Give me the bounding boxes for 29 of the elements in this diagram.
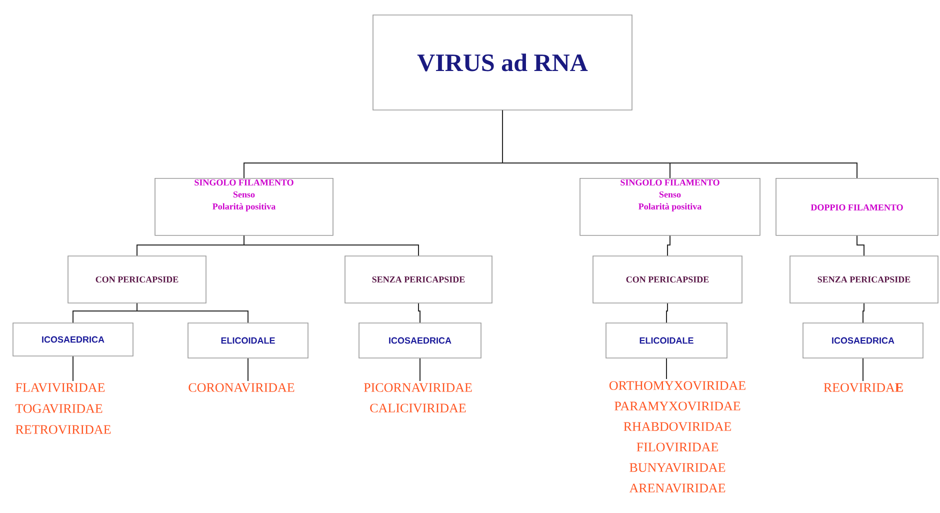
category-box: SINGOLO FILAMENTO Senso Polarità positiva [580,178,760,236]
connector-line [502,110,858,178]
category-box: CON PERICAPSIDE [68,256,206,304]
connector-line [856,235,864,256]
family-list: REOVIRIDAE [824,383,903,392]
category-box: ELICOIDALE [606,322,728,358]
connector-line [244,235,419,256]
connector-line [666,302,668,324]
category-box: ICOSAEDRICA [358,322,482,358]
family-list: ORTHOMYXOVIRIDAE PARAMYXOVIRIDAE RHABDOVIRIDAE FILOVIRIDAE BUNYAVIRIDAE ARENAVIRIDAE [609,381,746,492]
category-box: CON PERICAPSIDE [592,256,742,304]
connector-line [418,302,420,324]
connector-line [667,235,670,256]
connector-line [136,302,248,324]
category-box: ICOSAEDRICA [12,322,134,356]
connector-line [862,302,864,324]
category-box: DOPPIO FILAMENTO [776,178,938,236]
category-box: SENZA PERICAPSIDE [344,256,492,304]
connector-line [72,356,74,382]
connector-line [666,358,667,380]
family-list: FLAVIVIRIDAE TOGAVIRIDAE RETROVIRIDAE [15,383,111,434]
category-box: SENZA PERICAPSIDE [790,256,938,304]
category-box: SINGOLO FILAMENTO Senso Polarità positiva [154,178,334,236]
family-list: PICORNAVIRIDAE CALICIVIRIDAE [364,383,472,412]
category-box: ICOSAEDRICA [802,322,924,358]
category-box: ELICOIDALE [188,322,308,358]
family-list: CORONAVIRIDAE [188,383,294,392]
title-box: VIRUS ad RNA [372,14,632,110]
connector-line [862,358,864,382]
